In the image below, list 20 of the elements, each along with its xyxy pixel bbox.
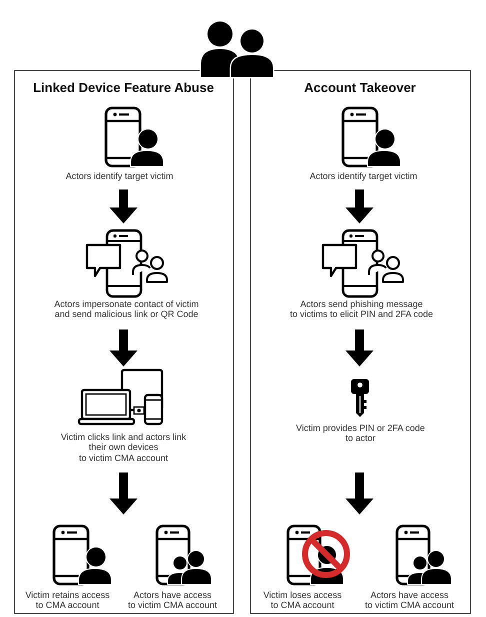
step-caption: Victim provides PIN or 2FA code to actor bbox=[296, 422, 425, 444]
arrow bbox=[110, 190, 138, 224]
step-caption: Actors have access to victim CMA account bbox=[364, 590, 454, 610]
step-caption: Victim clicks link and actors link their own devices to victim CMA account bbox=[60, 432, 186, 463]
step-caption: Actors identify target victim bbox=[310, 170, 418, 181]
step-caption: Victim retains access to CMA account bbox=[25, 590, 110, 610]
step-caption: Actors send phishing message to victims to elicit PIN and 2FA code bbox=[290, 298, 434, 320]
panel bbox=[14, 70, 234, 614]
arrow bbox=[346, 190, 374, 224]
panel bbox=[250, 70, 471, 614]
step-caption: Actors identify target victim bbox=[66, 170, 174, 181]
panel-title: Linked Device Feature Abuse bbox=[33, 80, 214, 95]
arrow bbox=[110, 472, 138, 514]
arrow bbox=[346, 330, 374, 366]
arrow bbox=[110, 330, 138, 366]
panel-title: Account Takeover bbox=[304, 80, 416, 95]
step-caption: Actors impersonate contact of victim and send malicious link or QR Code bbox=[54, 298, 199, 320]
step-caption: Victim loses access to CMA account bbox=[263, 590, 342, 610]
step-caption: Actors have access to victim CMA account bbox=[128, 590, 218, 610]
arrow bbox=[346, 472, 374, 514]
